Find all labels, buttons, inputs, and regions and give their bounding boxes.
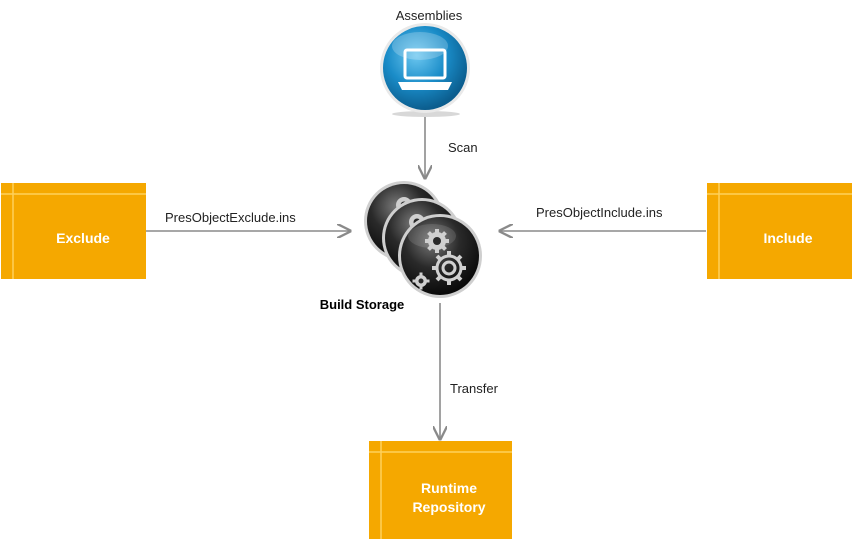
include-label: Include xyxy=(763,230,812,246)
gears-icon xyxy=(364,181,482,298)
runtime-label-line2: Repository xyxy=(412,499,485,515)
runtime-repository-box: Runtime Repository xyxy=(369,441,512,539)
edge-label-scan: Scan xyxy=(448,140,478,155)
edge-label-exclude: PresObjectExclude.ins xyxy=(165,210,296,225)
exclude-box: Exclude xyxy=(1,183,146,279)
laptop-icon xyxy=(380,23,470,117)
assemblies-label: Assemblies xyxy=(396,8,463,23)
runtime-label-line1: Runtime xyxy=(421,480,477,496)
include-box: Include xyxy=(707,183,852,279)
exclude-label: Exclude xyxy=(56,230,110,246)
edge-label-transfer: Transfer xyxy=(450,381,499,396)
edge-label-include: PresObjectInclude.ins xyxy=(536,205,663,220)
build-storage-label: Build Storage xyxy=(320,297,405,312)
